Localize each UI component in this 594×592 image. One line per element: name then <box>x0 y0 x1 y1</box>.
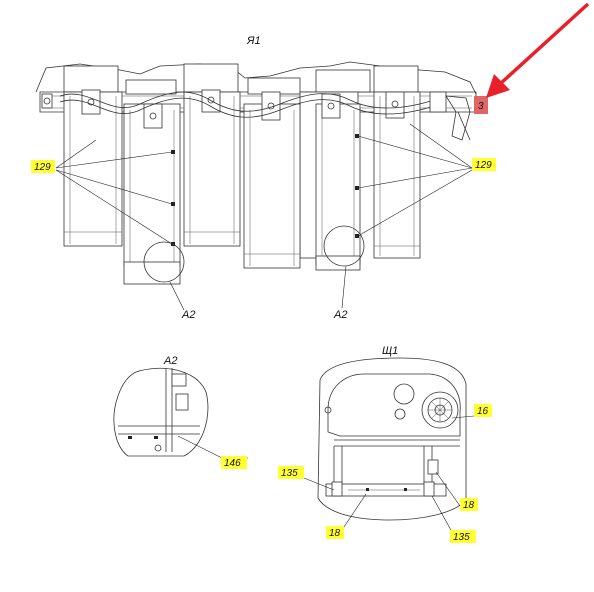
detail-circle-left <box>143 241 185 283</box>
left-end <box>41 93 53 109</box>
detail-leader-left <box>169 281 185 311</box>
svg-text:18: 18 <box>463 500 475 511</box>
leader-129-left-4 <box>55 169 173 245</box>
top-assembly-view: Я1 <box>31 2 590 321</box>
leader-129-left-1 <box>55 139 97 169</box>
svg-text:16: 16 <box>477 406 489 417</box>
panel-4 <box>243 103 301 269</box>
leader-146 <box>177 435 223 459</box>
panel-3 <box>183 91 241 247</box>
detail-circle-right <box>323 225 365 267</box>
detail-a2-view: A2 146 <box>113 355 248 469</box>
fan-wheel <box>421 391 459 429</box>
base-left <box>123 261 181 285</box>
panel-6 <box>373 91 421 259</box>
small-port <box>394 408 406 420</box>
leader-129-right-2 <box>357 167 473 189</box>
front-panels <box>123 103 361 269</box>
leader-129-right-3 <box>357 169 473 237</box>
rail-brackets <box>81 89 405 129</box>
leader-129-left-2 <box>55 151 173 169</box>
leader-135-left <box>303 477 335 491</box>
callout-16: 16 <box>474 404 492 417</box>
svg-text:146: 146 <box>224 458 241 469</box>
panel-folds <box>64 96 420 266</box>
base-right <box>315 255 361 271</box>
detail-sh1-view: Щ1 16 <box>278 345 492 543</box>
leader-129-right-1 <box>357 135 473 169</box>
detail-a2-bracket <box>175 393 189 411</box>
callout-146: 146 <box>221 456 247 469</box>
hose-inner <box>59 97 441 118</box>
callout-129-left: 129 <box>31 160 55 173</box>
svg-text:3: 3 <box>478 101 484 112</box>
leader-129-right-4 <box>409 123 473 169</box>
callout-135-bottom: 135 <box>450 530 476 543</box>
detail-leader-right <box>341 265 347 309</box>
detail-a2-clip <box>171 373 187 387</box>
svg-text:129: 129 <box>34 162 51 173</box>
detail-a2-title: A2 <box>163 355 177 367</box>
leader-18-bottom <box>341 493 367 531</box>
svg-text:129: 129 <box>475 160 492 171</box>
svg-text:135: 135 <box>453 532 470 543</box>
detail-a2-outline <box>113 367 209 457</box>
right-end <box>429 91 471 141</box>
svg-text:135: 135 <box>281 468 298 479</box>
leader-18-right <box>435 471 461 507</box>
leader-16 <box>451 415 475 419</box>
callout-18-bottom: 18 <box>326 526 344 539</box>
pointer-arrow <box>486 2 590 98</box>
callout-129-right: 129 <box>472 158 496 171</box>
detail-label-right: A2 <box>333 309 347 321</box>
leader-135-bottom <box>431 495 453 533</box>
callout-135-left: 135 <box>278 466 304 479</box>
leader-129-left-3 <box>55 169 173 205</box>
top-view-label: Я1 <box>246 35 261 47</box>
port-circle <box>393 383 415 405</box>
motor-switch <box>427 459 439 475</box>
hose <box>59 91 441 112</box>
detail-label-left: A2 <box>181 309 195 321</box>
panel-5b <box>315 103 361 265</box>
callout-18-right: 18 <box>460 498 478 511</box>
detail-sh1-title: Щ1 <box>382 345 398 357</box>
panel-2 <box>123 103 181 267</box>
motor-housing <box>327 373 461 437</box>
svg-text:18: 18 <box>329 528 341 539</box>
panel-1 <box>63 91 123 247</box>
callout-3-marker: 3 <box>474 96 488 114</box>
bin-caps <box>63 63 419 95</box>
